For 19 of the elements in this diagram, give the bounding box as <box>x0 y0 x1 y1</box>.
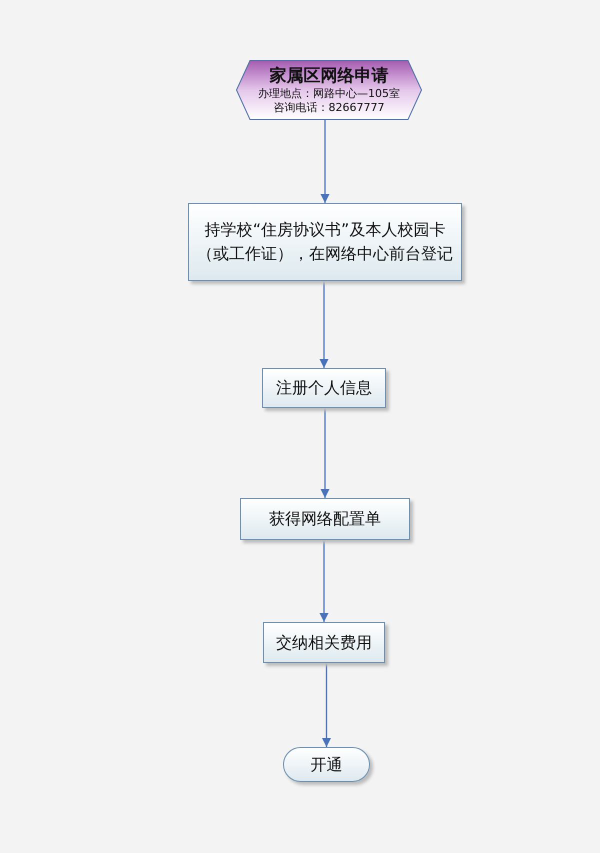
arrow <box>319 540 329 622</box>
title-text: 家属区网络申请 <box>270 65 388 87</box>
terminal-node <box>283 747 370 782</box>
arrow <box>322 663 332 747</box>
info-text: 咨询电话：82667777 <box>274 101 384 115</box>
process-box <box>240 498 410 540</box>
process-box <box>188 203 462 281</box>
step-text: 交纳相关费用 <box>276 632 372 654</box>
arrow <box>319 281 329 368</box>
arrow <box>320 408 330 498</box>
arrow <box>320 120 330 203</box>
step-text: 注册个人信息 <box>276 377 372 399</box>
process-box <box>263 622 385 663</box>
info-text: 办理地点：网路中心—105室 <box>258 87 400 101</box>
hexagon-node <box>236 60 422 120</box>
process-box <box>262 368 386 408</box>
step-text: 持学校“住房协议书”及本人校园卡（或工作证），在网络中心前台登记 <box>196 219 454 265</box>
step-text: 开通 <box>310 754 342 776</box>
step-text: 获得网络配置单 <box>269 508 381 530</box>
